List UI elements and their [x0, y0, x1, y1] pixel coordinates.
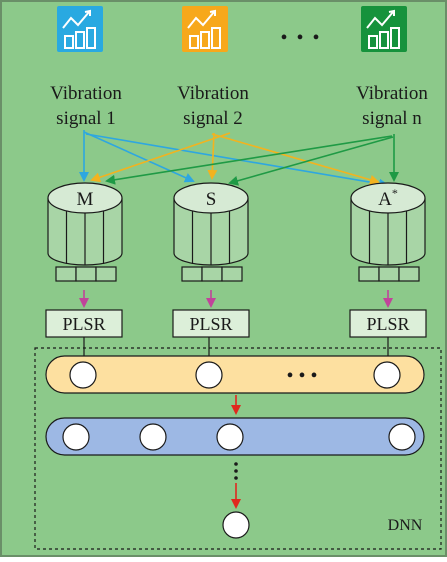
cylinder-A-label: A*: [378, 186, 398, 210]
cylinder-S: [173, 182, 249, 282]
cylinder-A-label-main: A: [378, 189, 392, 210]
signal-2-arrows: [90, 132, 380, 185]
dnn-layer-1-ellipsis: • • •: [286, 365, 317, 387]
dnn-layer-2-node: [216, 423, 244, 451]
plsr-block-2: [172, 309, 250, 338]
plsr-block-2-label: PLSR: [189, 314, 232, 334]
dnn-layer-2-node: [388, 423, 416, 451]
dnn-container: [34, 347, 442, 550]
signal-2-icon: [181, 5, 229, 53]
dnn-layer-1-node: [195, 361, 223, 389]
cylinder-S-label: S: [206, 189, 217, 210]
dnn-layer-1-node: [69, 361, 97, 389]
dnn-layer-1: [45, 355, 425, 394]
signal-1-icon: [56, 5, 104, 53]
signal-n-label-line2: signal n: [362, 108, 422, 129]
signal-2-label-line1: Vibration: [177, 83, 249, 104]
signal-n-icon: [360, 5, 408, 53]
signal-1-label-line1: Vibration: [50, 83, 122, 104]
cylinder-A-label-superscript: *: [392, 186, 398, 200]
signal-n-arrows: [105, 134, 399, 186]
signal-1-arrows: [79, 130, 389, 189]
dnn-label: DNN: [388, 517, 423, 534]
signal-n-label-line1: Vibration: [356, 83, 428, 104]
signal-1-label-line2: signal 1: [56, 108, 116, 129]
signal-ellipsis: • • •: [280, 27, 321, 49]
cylinder-A: [350, 182, 426, 282]
cylinder-M: [47, 182, 123, 282]
plsr-block-3-label: PLSR: [366, 314, 409, 334]
dnn-layer-2-node: [139, 423, 167, 451]
dnn-output-node: [222, 511, 250, 539]
cylinder-M-label: M: [77, 189, 94, 210]
plsr-block-1: [45, 309, 123, 338]
dnn-layer-1-node: [373, 361, 401, 389]
plsr-block-1-label: PLSR: [62, 314, 105, 334]
cylinder-to-plsr-arrows: [79, 290, 393, 308]
dnn-vertical-ellipsis: [234, 462, 238, 480]
signal-2-label-line2: signal 2: [183, 108, 243, 129]
dnn-layer-2-node: [62, 423, 90, 451]
